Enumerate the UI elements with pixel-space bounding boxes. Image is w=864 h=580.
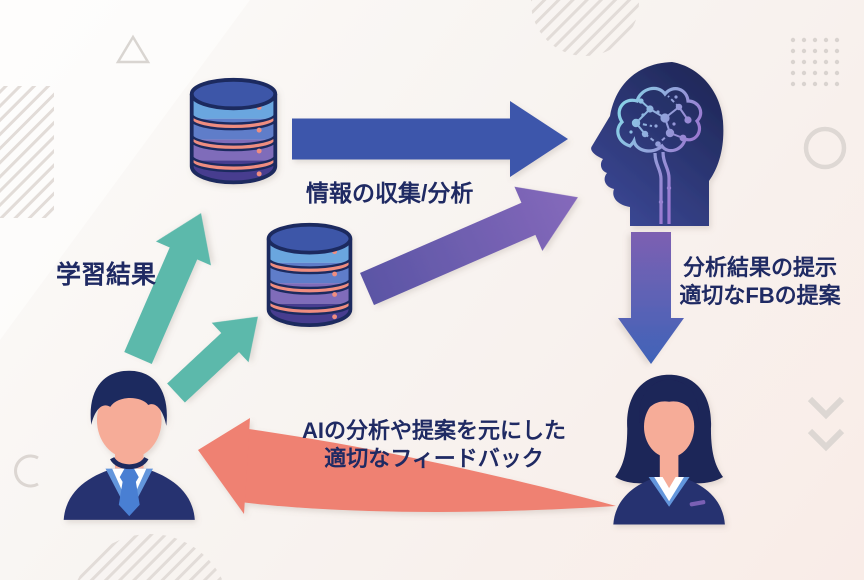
chevron-down-icon xyxy=(807,396,845,420)
blouse xyxy=(654,477,684,502)
database-icon-small xyxy=(269,225,351,331)
neck xyxy=(659,450,679,478)
label-collect-analyze: 情報の収集/分析 xyxy=(306,180,474,206)
female-user-icon xyxy=(613,374,725,525)
database-icon-large xyxy=(192,80,276,188)
hatch-lines-left-decoration xyxy=(0,86,54,218)
neckline xyxy=(662,477,676,489)
label-feedback: AIの分析や提案を元にした 適切なフィードバック xyxy=(278,417,590,473)
label-analysis-result-line1: 分析結果の提示 xyxy=(682,255,837,280)
arrow-db-to-ai-purple xyxy=(360,186,578,306)
arrow-user-to-db-long xyxy=(124,213,211,364)
hair-bangs xyxy=(639,379,700,424)
pocket-stripe xyxy=(689,500,706,507)
face xyxy=(643,396,695,458)
hair xyxy=(90,370,167,426)
label-feedback-line1: AIの分析や提案を元にした xyxy=(301,418,566,443)
arrow-user-to-db-short xyxy=(167,316,258,403)
arrow-feedback-coral xyxy=(198,418,616,514)
arc-decoration xyxy=(14,454,39,488)
arrow-db-to-ai-blue xyxy=(292,101,568,177)
label-learning-result: 学習結果 xyxy=(56,261,157,289)
circle-outline-decoration xyxy=(803,126,847,170)
dot-grid-decoration xyxy=(790,37,840,87)
hatch-circle-bottom-decoration xyxy=(77,534,223,580)
diagonal-light-band xyxy=(0,0,250,340)
arrow-ai-to-user-down xyxy=(618,232,684,364)
collar-line xyxy=(110,456,149,470)
label-feedback-line2: 適切なフィードバック xyxy=(324,446,544,471)
label-analysis-result: 分析結果の提示 適切なFBの提案 xyxy=(664,254,856,310)
triangle-outline-decoration xyxy=(115,34,151,64)
brain-network xyxy=(616,86,703,224)
chevron-down-icon xyxy=(807,428,845,452)
hatch-circle-top-decoration xyxy=(531,0,639,56)
label-analysis-result-line2: 適切なFBの提案 xyxy=(679,283,841,308)
tie xyxy=(118,468,140,517)
ai-brain-icon xyxy=(591,62,724,226)
male-user-icon xyxy=(63,370,195,520)
